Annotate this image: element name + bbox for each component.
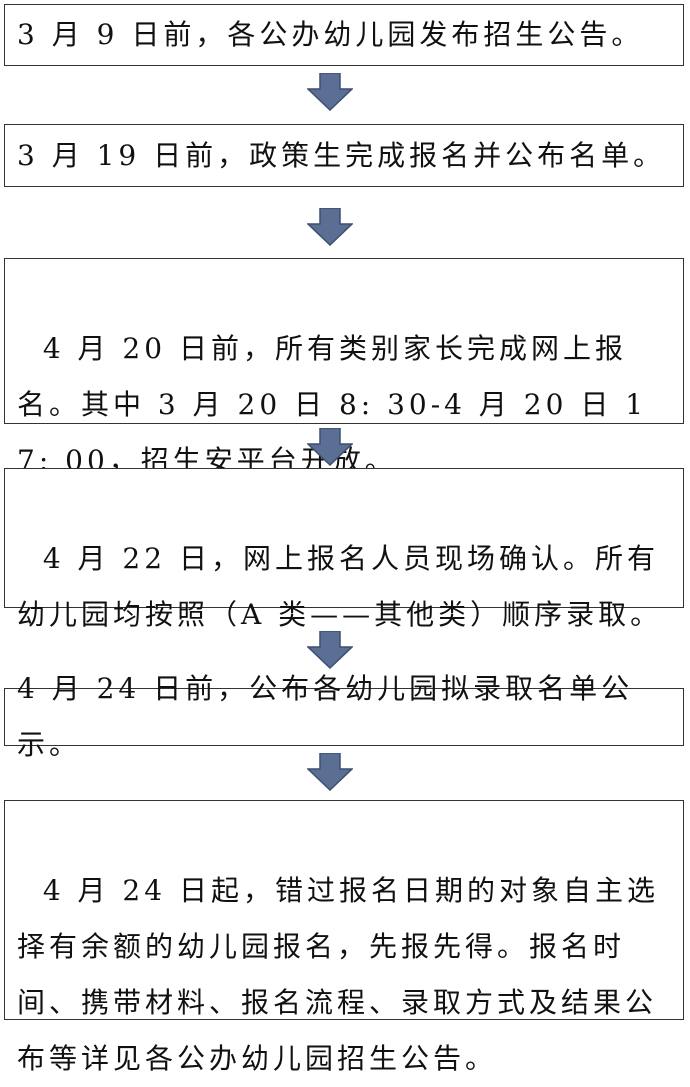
flow-step-5: 4 月 24 日前，公布各幼儿园拟录取名单公示。	[4, 672, 684, 761]
flow-step-3: 4 月 20 日前，所有类别家长完成网上报名。其中 3 月 20 日 8: 30…	[4, 258, 684, 477]
flow-step-4-text: 4 月 22 日，网上报名人员现场确认。所有幼儿园均按照（A 类——其他类）顺序…	[17, 542, 663, 631]
flow-step-2: 3 月 19 日前，政策生完成报名并公布名单。	[4, 124, 684, 187]
flow-step-5-text: 4 月 24 日前，公布各幼儿园拟录取名单公示。	[17, 672, 634, 761]
flow-step-1-text: 3 月 9 日前，各公办幼儿园发布招生公告。	[17, 18, 644, 51]
down-arrow-icon	[307, 208, 353, 246]
down-arrow-icon	[307, 428, 353, 466]
down-arrow-icon	[307, 73, 353, 111]
flow-step-1: 3 月 9 日前，各公办幼儿园发布招生公告。	[4, 4, 684, 66]
flow-step-6: 4 月 24 日起，错过报名日期的对象自主选择有余额的幼儿园报名，先报先得。报名…	[4, 800, 684, 1075]
flow-step-6-text: 4 月 24 日起，错过报名日期的对象自主选择有余额的幼儿园报名，先报先得。报名…	[17, 874, 659, 1075]
flow-step-2-text: 3 月 19 日前，政策生完成报名并公布名单。	[17, 138, 666, 172]
down-arrow-icon	[307, 753, 353, 791]
flow-step-4: 4 月 22 日，网上报名人员现场确认。所有幼儿园均按照（A 类——其他类）顺序…	[4, 468, 684, 631]
down-arrow-icon	[307, 631, 353, 669]
